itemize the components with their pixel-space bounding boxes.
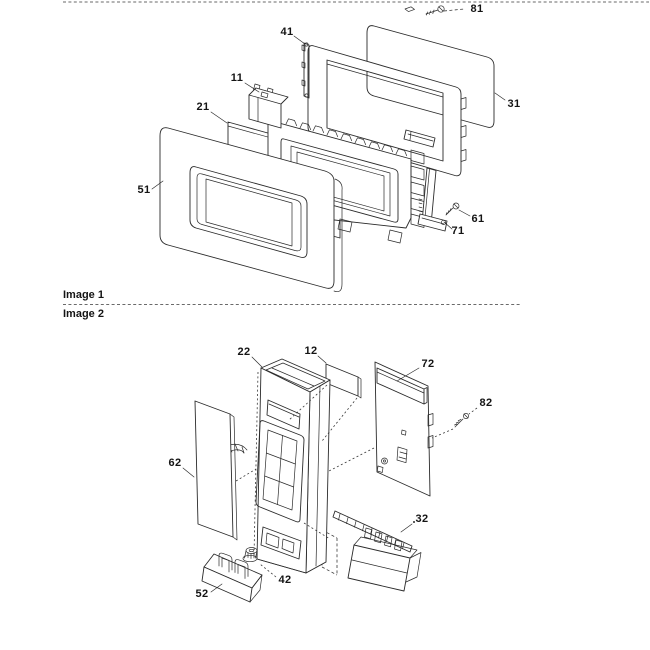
plate-12 (326, 364, 361, 398)
image2-control-panel-diagram: 22 12 72 82 62 32 42 52 (168, 345, 492, 602)
circuit-board-72 (375, 362, 433, 496)
assembly-dotted-lines (236, 385, 453, 539)
door-frame-51 (160, 128, 342, 292)
latch-11 (249, 84, 288, 128)
image1-caption: Image 1 (63, 289, 104, 301)
choke-teeth (286, 119, 407, 156)
bar-41 (302, 43, 309, 98)
part-label-61: 61 (471, 213, 484, 225)
part-label-32: 32 (415, 513, 428, 525)
part-label-22: 22 (237, 346, 250, 358)
bracket-71 (418, 168, 447, 231)
part-label-41: 41 (280, 26, 293, 38)
rear-panel-31 (367, 26, 494, 128)
part-label-72: 72 (421, 358, 434, 370)
part-label-71: 71 (451, 225, 464, 237)
bracket-32 (322, 511, 421, 591)
part-label-42: 42 (278, 574, 291, 586)
bottom-button-row (261, 527, 301, 559)
screw-82-icon (455, 413, 469, 427)
part-label-82: 82 (479, 397, 492, 409)
image1-door-assembly-diagram: 81 41 11 21 51 31 61 71 Image 1 Image 2 (63, 2, 649, 320)
part-label-12: 12 (304, 345, 317, 357)
part-label-11: 11 (231, 72, 243, 84)
bottom-hooks (338, 219, 402, 243)
keypad-outline (256, 421, 304, 522)
handle-bracket-52 (202, 553, 262, 602)
leader-lines-image1 (152, 9, 505, 229)
keypad-grid (263, 430, 297, 510)
part-label-21: 21 (196, 101, 209, 113)
screw-61-icon (446, 203, 459, 215)
part-label-52: 52 (195, 588, 208, 600)
window-recess (281, 139, 398, 222)
screw-81-icon (405, 6, 444, 15)
control-panel-22 (254, 359, 330, 573)
image2-caption: Image 2 (63, 308, 104, 320)
part-label-81: 81 (470, 3, 483, 15)
part-label-62: 62 (168, 457, 181, 469)
part-label-31: 31 (507, 98, 520, 110)
leader-lines-image2 (183, 356, 477, 592)
grommet-42-icon (243, 548, 257, 562)
membrane-panel-62 (195, 401, 237, 540)
hinge-connector (404, 130, 435, 147)
display-window (267, 400, 300, 429)
part-label-51: 51 (137, 184, 150, 196)
